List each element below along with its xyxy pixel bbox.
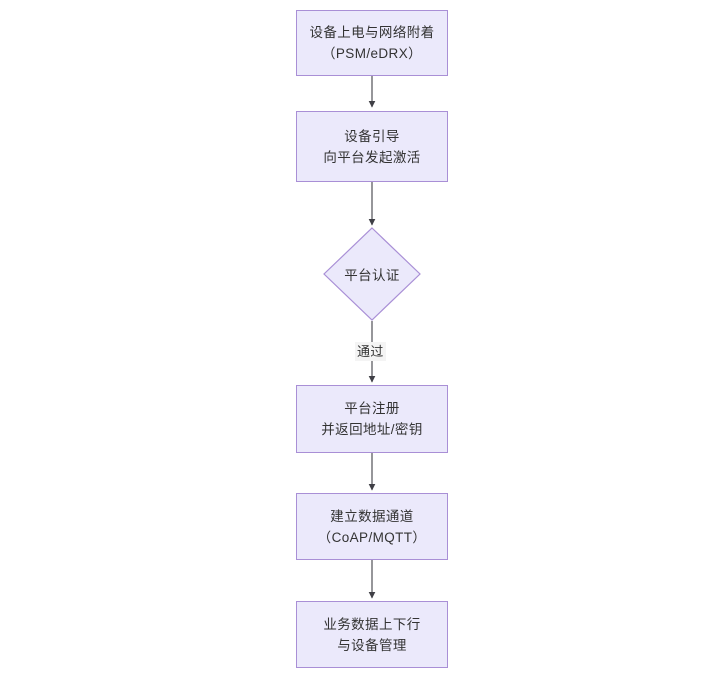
flow-node-label-line2: 与设备管理	[337, 637, 407, 653]
flow-node-label-line2: 并返回地址/密钥	[321, 422, 423, 437]
flow-node-platform-auth[interactable]: 平台认证	[323, 227, 421, 321]
flow-node-label-line2: （CoAP/MQTT）	[317, 529, 427, 545]
flow-node-device-power-on[interactable]: 设备上电与网络附着 （PSM/eDRX）	[296, 10, 448, 76]
flow-node-label-line1: 平台注册	[344, 401, 400, 416]
flow-node-label-line1: 建立数据通道	[330, 508, 414, 524]
flow-node-label-line1: 设备上电与网络附着	[309, 25, 435, 40]
flow-node-establish-data-channel[interactable]: 建立数据通道 （CoAP/MQTT）	[296, 493, 448, 560]
edge-label-pass: 通过	[355, 342, 386, 361]
flow-node-business-data-and-device-mgmt[interactable]: 业务数据上下行 与设备管理	[296, 601, 448, 668]
flow-node-device-bootstrap[interactable]: 设备引导 向平台发起激活	[296, 111, 448, 182]
flow-node-label-line2: （PSM/eDRX）	[321, 46, 423, 61]
flow-node-label-line2: 向平台发起激活	[323, 149, 421, 165]
flow-node-label: 平台认证	[323, 227, 421, 321]
flow-node-platform-register[interactable]: 平台注册 并返回地址/密钥	[296, 385, 448, 453]
flow-node-label-line1: 业务数据上下行	[323, 616, 421, 632]
flow-node-label-line1: 平台认证	[344, 268, 400, 283]
flow-node-label-line1: 设备引导	[344, 128, 400, 144]
diamond-shape-icon	[323, 227, 421, 321]
